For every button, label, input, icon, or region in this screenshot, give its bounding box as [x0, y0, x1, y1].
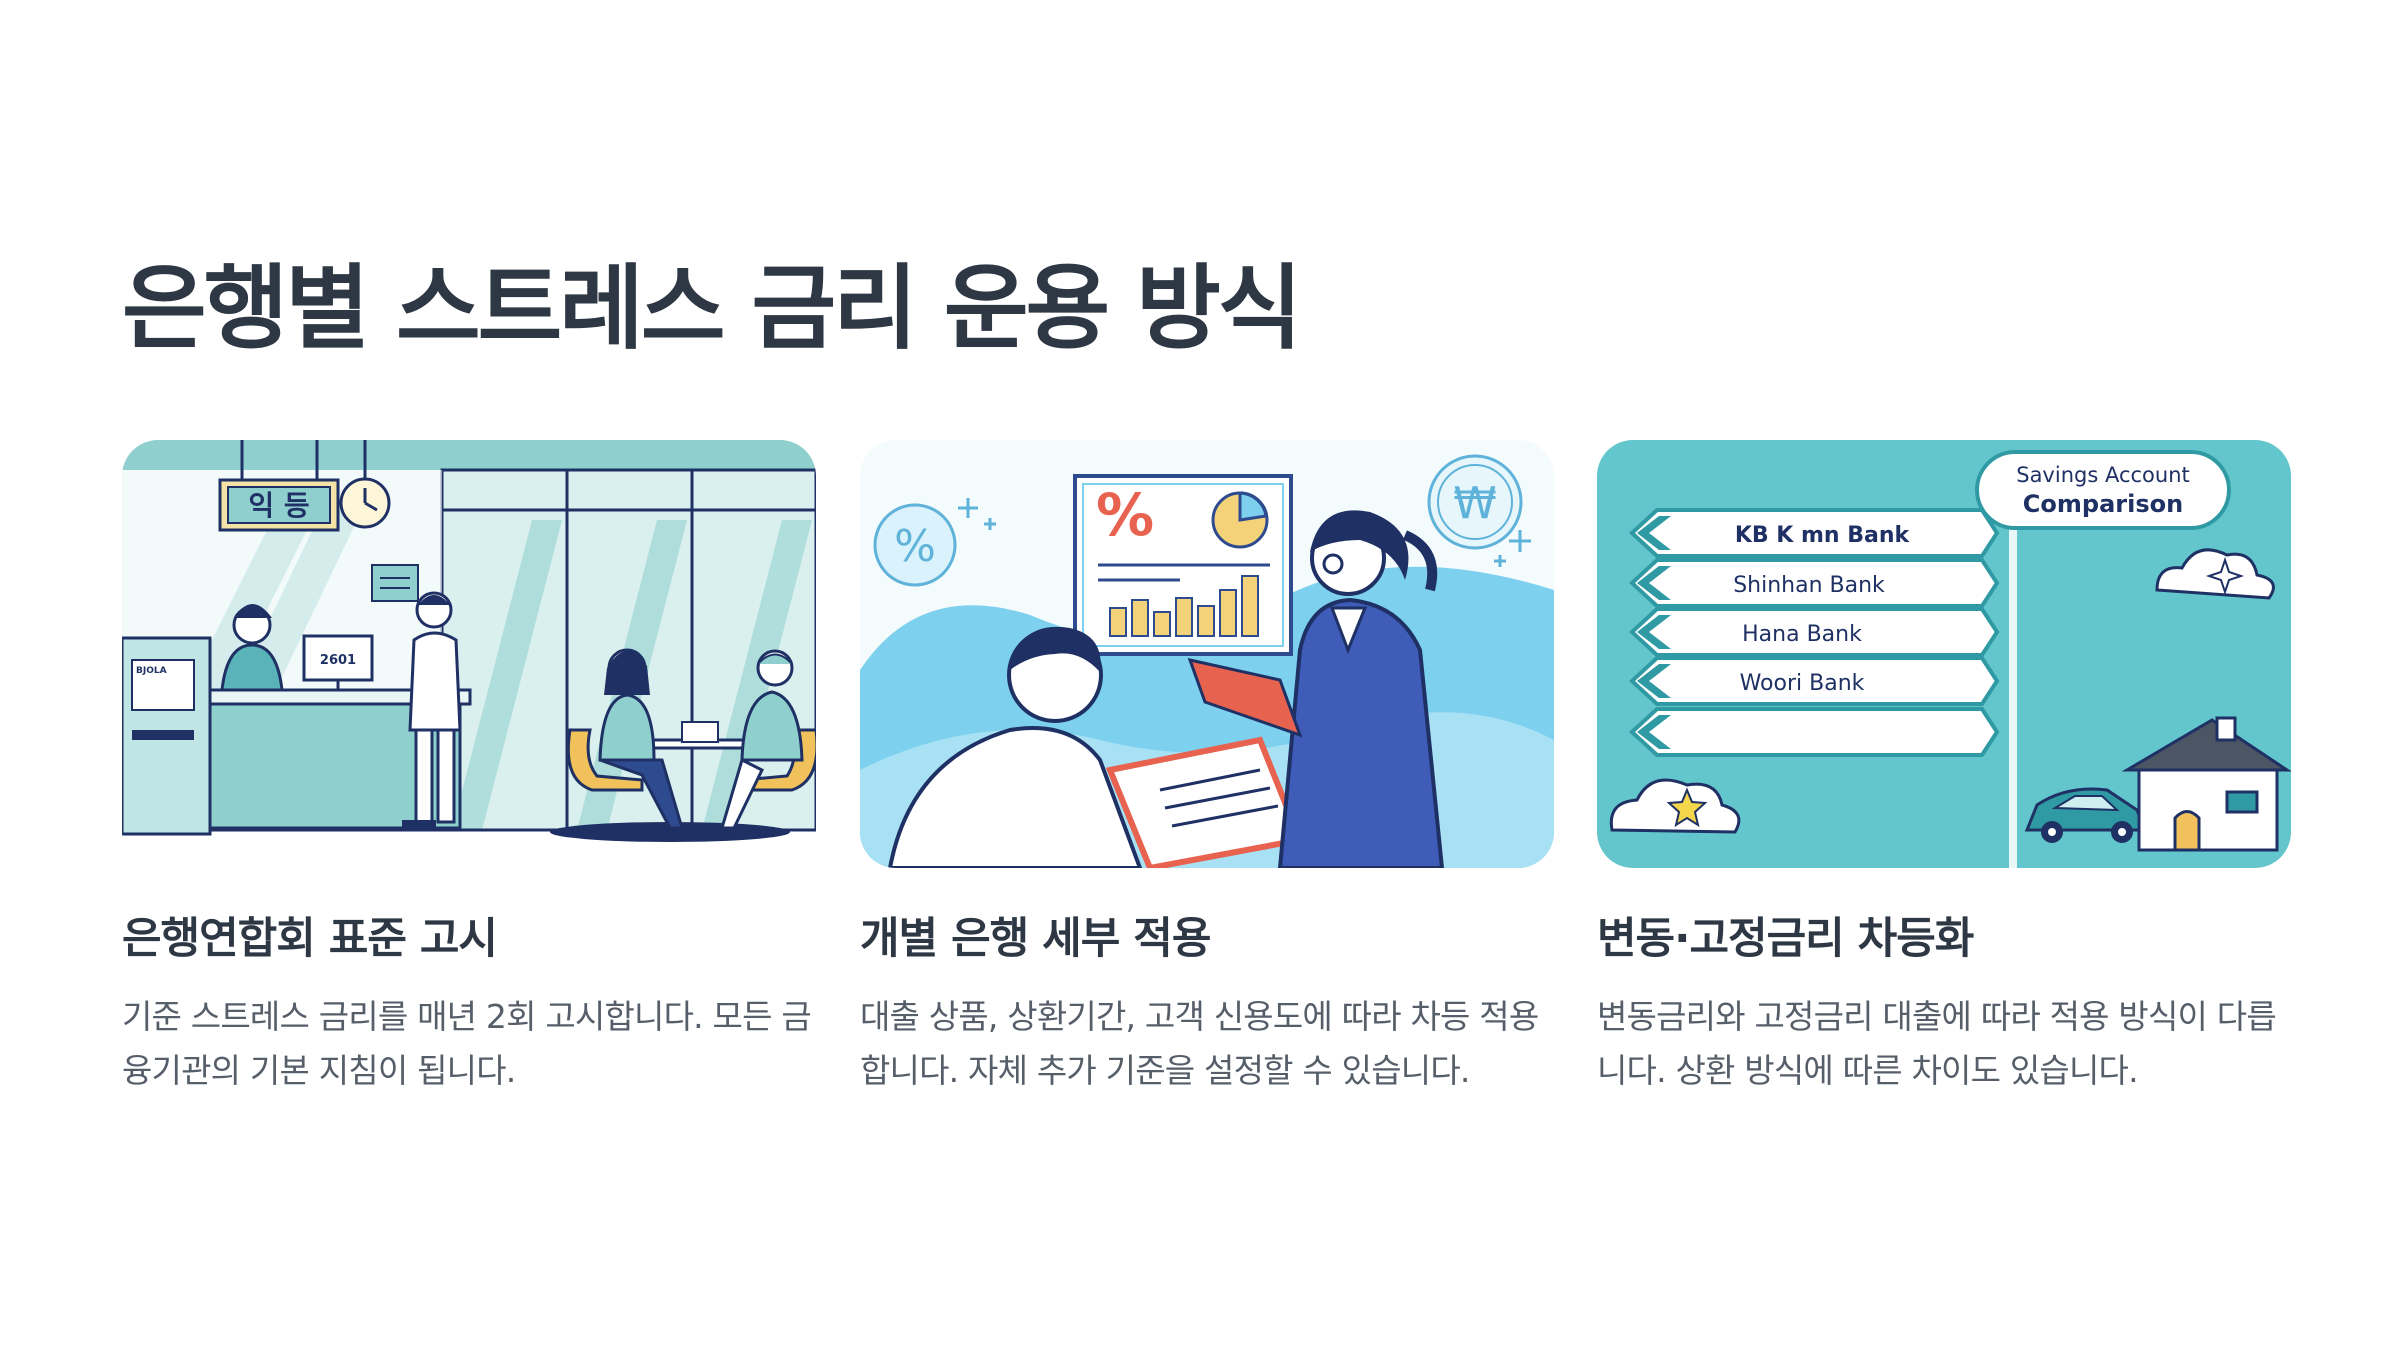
consultation-illustration: % ₩ %	[860, 440, 1554, 868]
bank-sign-woori: Woori Bank	[1629, 656, 2000, 706]
house-icon	[2121, 716, 2291, 852]
card-description: 기준 스트레스 금리를 매년 2회 고시합니다. 모든 금융기관의 기본 지침이…	[122, 996, 812, 1090]
won-symbol: ₩	[1453, 478, 1497, 529]
star-icon	[1666, 787, 1708, 828]
card-title: 개별 은행 세부 적용	[860, 914, 1211, 964]
svg-text:Shinhan Bank: Shinhan Bank	[1733, 573, 1885, 598]
car-icon	[2024, 787, 2148, 843]
bank-sign-hana: Hana Bank	[1629, 607, 2000, 657]
badge-line2: Comparison	[2023, 490, 2183, 518]
percent-icon: %	[873, 503, 957, 587]
bank-sign-kb: KB K mn Bank	[1629, 508, 2000, 558]
counter-screen: 2601	[320, 653, 356, 668]
sign-text: 익 등	[248, 489, 309, 522]
bank-branch-illustration: 익 등 BJOLA	[122, 440, 816, 868]
svg-text:%: %	[1096, 481, 1154, 549]
card-individual-bank: % ₩ %	[860, 440, 1554, 1098]
card-title: 은행연합회 표준 고시	[122, 914, 498, 964]
card-title: 변동·고정금리 차등화	[1597, 914, 1974, 964]
svg-text:%: %	[894, 521, 936, 572]
svg-text:Hana Bank: Hana Bank	[1742, 622, 1862, 647]
card-bank-association: 익 등 BJOLA	[122, 440, 816, 1098]
svg-text:BJOLA: BJOLA	[136, 666, 167, 676]
cloud-icon	[2155, 548, 2275, 600]
bank-sign-shinhan: Shinhan Bank	[1629, 558, 2000, 608]
badge-line1: Savings Account	[2016, 463, 2190, 487]
bank-sign-blank	[1629, 707, 2000, 757]
bar-chart-icon	[1109, 575, 1259, 637]
bank-signpost-illustration: Savings Account Comparison KB K mn Bank …	[1597, 440, 2291, 868]
person-icon	[402, 591, 462, 828]
page-title: 은행별 스트레스 금리 운용 방식	[122, 255, 1302, 362]
card-description: 변동금리와 고정금리 대출에 따라 적용 방식이 다릅니다. 상환 방식에 따른…	[1597, 996, 2277, 1090]
pie-chart-icon	[1211, 491, 1269, 549]
sparkle-icon	[958, 498, 1531, 567]
atm-icon: BJOLA	[122, 636, 212, 836]
card-rate-type: Savings Account Comparison KB K mn Bank …	[1597, 440, 2291, 1098]
svg-text:Woori Bank: Woori Bank	[1740, 671, 1865, 696]
svg-text:KB K mn Bank: KB K mn Bank	[1735, 523, 1911, 548]
card-description: 대출 상품, 상환기간, 고객 신용도에 따라 차등 적용합니다. 자체 추가 …	[860, 996, 1539, 1090]
clock-icon	[339, 440, 391, 529]
